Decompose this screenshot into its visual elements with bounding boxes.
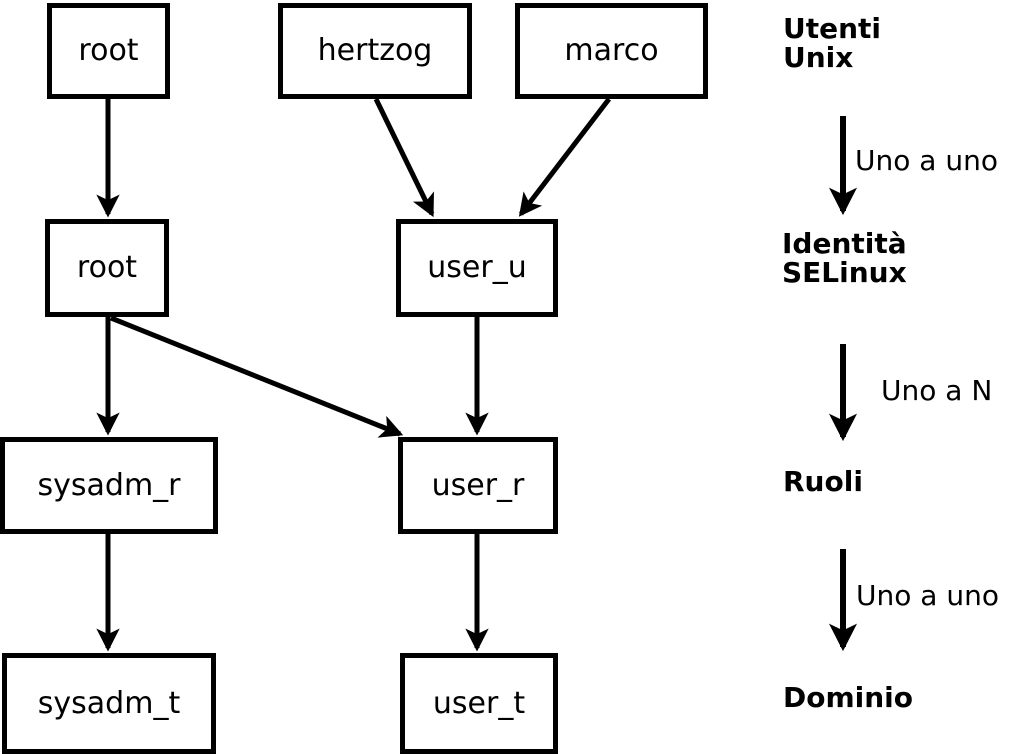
node-user-u[interactable]: user_u <box>396 219 558 317</box>
node-label: user_u <box>427 250 527 285</box>
node-user-t[interactable]: user_t <box>400 653 558 754</box>
node-label: sysadm_r <box>37 467 181 503</box>
legend-level-roles: Ruoli <box>783 465 863 498</box>
legend-relation-unix-to-identity: Uno a uno <box>855 144 998 177</box>
node-sysadm-t[interactable]: sysadm_t <box>2 653 216 754</box>
node-label: marco <box>564 33 659 68</box>
node-label: root <box>78 33 139 68</box>
node-user-r[interactable]: user_r <box>398 437 558 534</box>
edge-marco-user_u <box>518 97 611 217</box>
node-selinux-root[interactable]: root <box>45 219 169 317</box>
node-label: user_r <box>431 467 525 503</box>
node-marco[interactable]: marco <box>515 3 708 99</box>
node-label: hertzog <box>317 33 433 68</box>
node-hertzog[interactable]: hertzog <box>278 3 472 99</box>
edge-hertzog-user_u <box>373 97 435 218</box>
node-label: root <box>76 250 138 285</box>
legend-level-selinux-identities: Identità SELinux <box>782 227 907 289</box>
node-sysadm-r[interactable]: sysadm_r <box>0 437 218 534</box>
node-label: user_t <box>432 685 526 721</box>
legend-relation-identity-to-role: Uno a N <box>881 374 993 407</box>
edge-sel_root-user_r <box>110 315 404 438</box>
node-unix-root[interactable]: root <box>47 3 170 99</box>
node-label: sysadm_t <box>37 685 181 721</box>
legend-relation-role-to-domain: Uno a uno <box>856 579 999 612</box>
legend-level-unix-users: Utenti Unix <box>783 12 882 74</box>
legend-level-domains: Dominio <box>783 681 914 714</box>
